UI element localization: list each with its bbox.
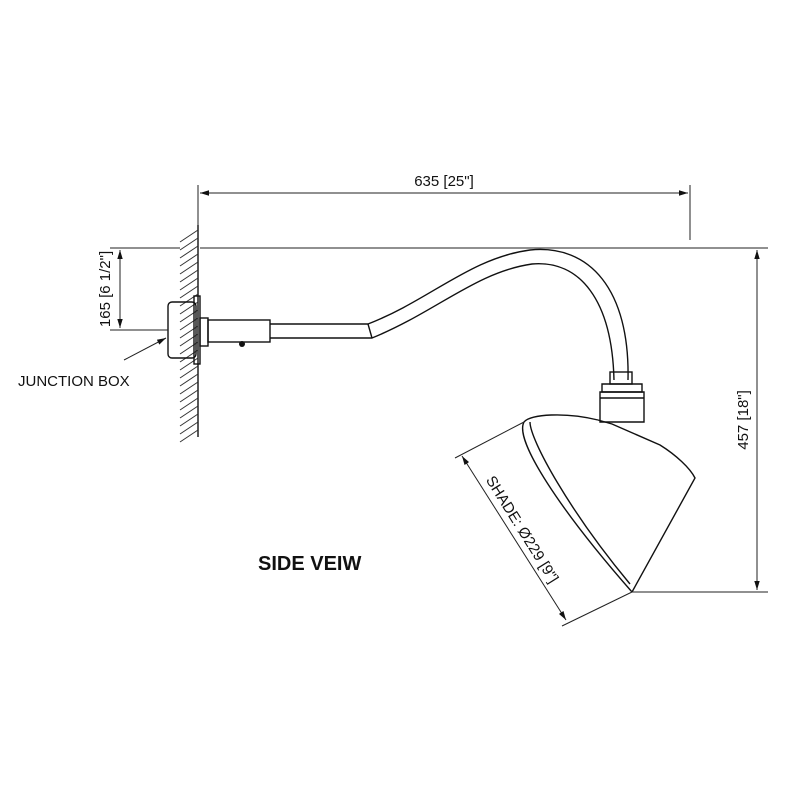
set-screw: [239, 341, 245, 347]
hatch-line: [179, 285, 199, 299]
mount-height-label: 165 [6 1/2"]: [97, 251, 114, 327]
hatch-line: [179, 357, 199, 371]
shade-diameter-label: SHADE: Ø229 [9"]: [482, 473, 562, 586]
backplate: [193, 295, 201, 365]
dimension-overall-width: 635 [25"]: [197, 173, 691, 240]
socket-fitter: [599, 371, 645, 423]
fitter-cap: [601, 383, 643, 393]
hatch-line: [179, 381, 199, 395]
wall: [179, 225, 199, 443]
overall-height-label: 457 [18"]: [735, 390, 752, 450]
hatch-line: [179, 373, 199, 387]
extension-line-shade-top: [454, 421, 525, 459]
hatch-line: [179, 261, 199, 275]
dimension-shade-diameter: SHADE: Ø229 [9"]: [454, 421, 633, 627]
hatch-line: [179, 229, 199, 243]
gooseneck-arm: [207, 248, 629, 381]
arm-collar: [207, 319, 271, 343]
hatch-line: [179, 269, 199, 283]
hatch-line: [179, 349, 199, 363]
hatch-line: [179, 253, 199, 267]
hatch-line: [179, 317, 199, 331]
hatch-line: [179, 277, 199, 291]
arm-bend-line: [367, 323, 373, 339]
hatch-line: [179, 333, 199, 347]
dimension-line-shade: [461, 455, 567, 621]
dimension-mount-height: 165 [6 1/2"]: [97, 247, 180, 331]
hatch-line: [179, 389, 199, 403]
shade-rim: [522, 414, 633, 593]
extension-line-shade-bottom: [561, 591, 633, 627]
hatch-line: [179, 405, 199, 419]
view-title: SIDE VEIW: [258, 553, 361, 575]
hatch-line: [179, 365, 199, 379]
dimension-overall-height: 457 [18"]: [200, 247, 768, 593]
hatch-line: [179, 429, 199, 443]
mounting-flange: [199, 317, 209, 347]
hatch-line: [179, 309, 199, 323]
leader-line-junction-box: [123, 337, 167, 361]
junction-box: [167, 295, 209, 365]
junction-box-label: JUNCTION BOX: [18, 373, 130, 390]
shade-outer: [597, 419, 696, 593]
hatch-line: [179, 341, 199, 355]
hatch-line: [179, 245, 199, 259]
hatch-line: [179, 413, 199, 427]
wall-hatching: [179, 229, 199, 443]
hatch-line: [179, 421, 199, 435]
junction-box-callout: JUNCTION BOX: [18, 337, 167, 390]
arm-tube-top: [270, 248, 629, 381]
hatch-line: [179, 237, 199, 251]
overall-width-label: 635 [25"]: [414, 173, 474, 190]
hatch-line: [179, 397, 199, 411]
hatch-line: [179, 325, 199, 339]
arm-tube-bottom: [270, 263, 615, 381]
fitter-body: [599, 391, 645, 423]
